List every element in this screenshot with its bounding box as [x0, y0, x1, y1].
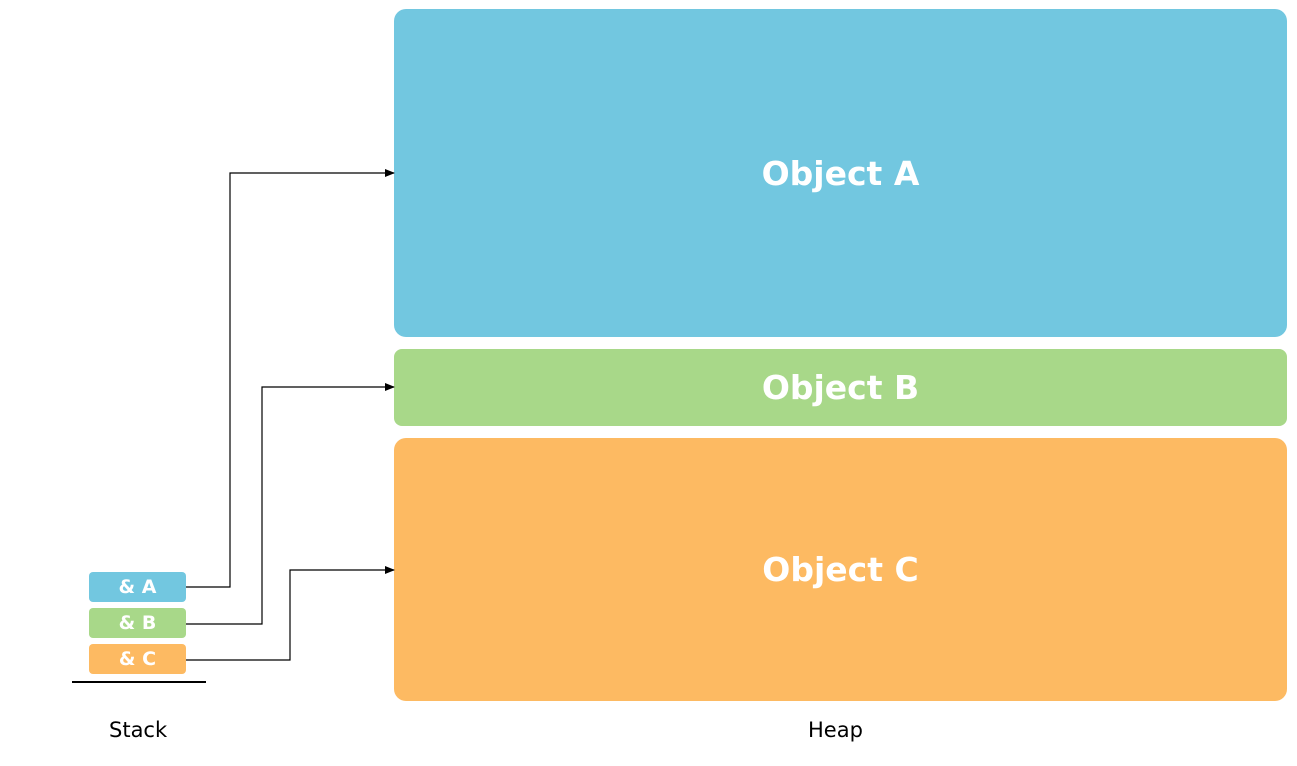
heap-object-a: Object A [394, 9, 1287, 337]
heap-object-a-label: Object A [761, 153, 920, 193]
stack-base-line [72, 681, 206, 683]
pointer-arrow-b [186, 383, 395, 625]
stack-ref-b-label: & B [118, 612, 157, 634]
stack-ref-c: & C [89, 644, 186, 674]
stack-ref-a: & A [89, 572, 186, 602]
heap-object-c: Object C [394, 438, 1287, 701]
heap-object-b-label: Object B [761, 368, 920, 407]
heap-object-c-label: Object C [762, 550, 919, 589]
heap-caption: Heap [808, 718, 863, 742]
pointer-arrow-a [186, 169, 395, 588]
stack-ref-a-label: & A [118, 576, 157, 598]
stack-caption: Stack [109, 718, 168, 742]
pointer-arrow-c [186, 566, 395, 661]
stack-ref-c-label: & C [118, 648, 157, 670]
stack-ref-b: & B [89, 608, 186, 638]
heap-object-b: Object B [394, 349, 1287, 426]
